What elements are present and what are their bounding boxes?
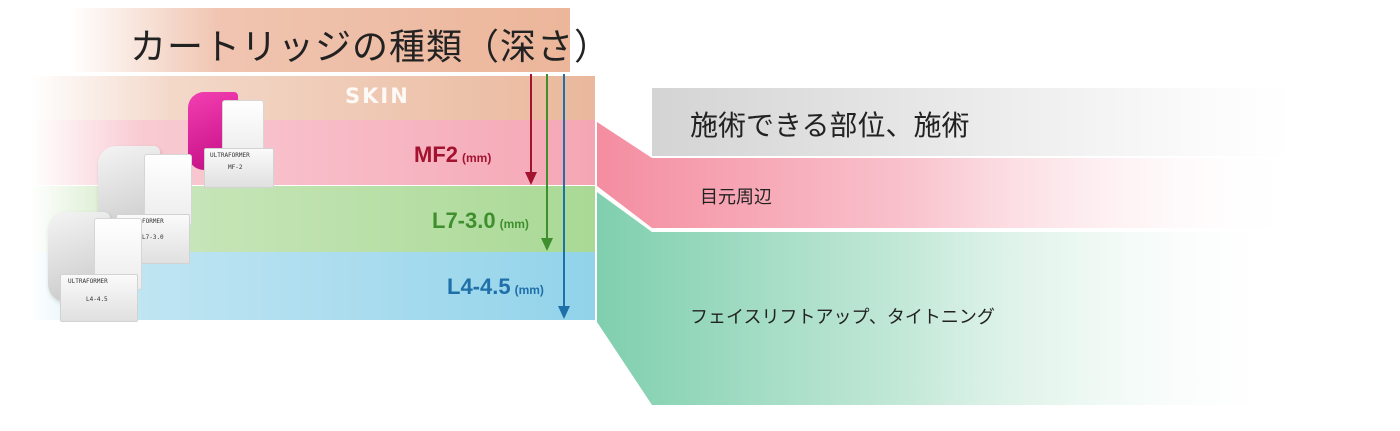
skin-layer-band <box>30 76 595 120</box>
face-region-shape <box>597 192 1300 405</box>
l7-cartridge-brand: ULTRAFORMER <box>124 218 164 225</box>
l7-name: L7-3.0 <box>432 208 496 233</box>
mf2-depth-arrowhead <box>525 172 537 185</box>
mf2-cartridge-device: ULTRAFORMER MF-2 <box>188 92 278 192</box>
l4-label: L4-4.5(mm) <box>447 274 544 300</box>
region-header-band <box>652 88 1292 156</box>
mf2-cartridge-brand: ULTRAFORMER <box>210 152 250 159</box>
l4-depth-arrowhead <box>558 306 570 319</box>
mf2-cartridge-tip <box>204 148 274 188</box>
l7-cartridge-label: L7-3.0 <box>142 234 164 241</box>
l4-cartridge-device: ULTRAFORMER L4-4.5 <box>48 212 148 324</box>
l7-unit: (mm) <box>499 217 529 231</box>
l4-unit: (mm) <box>514 283 544 297</box>
mf2-unit: (mm) <box>462 151 492 165</box>
region-header-title: 施術できる部位、施術 <box>690 109 970 142</box>
l4-cartridge-label: L4-4.5 <box>86 296 108 303</box>
eyes-region-shape <box>597 122 1300 228</box>
face-area-label: フェイスリフトアップ、タイトニング <box>690 307 995 328</box>
mf2-name: MF2 <box>414 142 458 167</box>
l7-depth-arrowhead <box>541 238 553 251</box>
l4-name: L4-4.5 <box>447 274 511 299</box>
l7-label: L7-3.0(mm) <box>432 208 529 234</box>
mf2-label: MF2 (mm) <box>414 142 491 168</box>
l4-cartridge-tip <box>60 274 138 322</box>
eyes-area-label: 目元周辺 <box>700 187 772 208</box>
page-title: カートリッジの種類（深さ） <box>130 27 612 68</box>
title-band <box>70 8 570 72</box>
mf2-cartridge-label: MF-2 <box>228 164 243 171</box>
skin-label: SKIN <box>345 84 410 108</box>
l4-cartridge-brand: ULTRAFORMER <box>68 278 108 285</box>
